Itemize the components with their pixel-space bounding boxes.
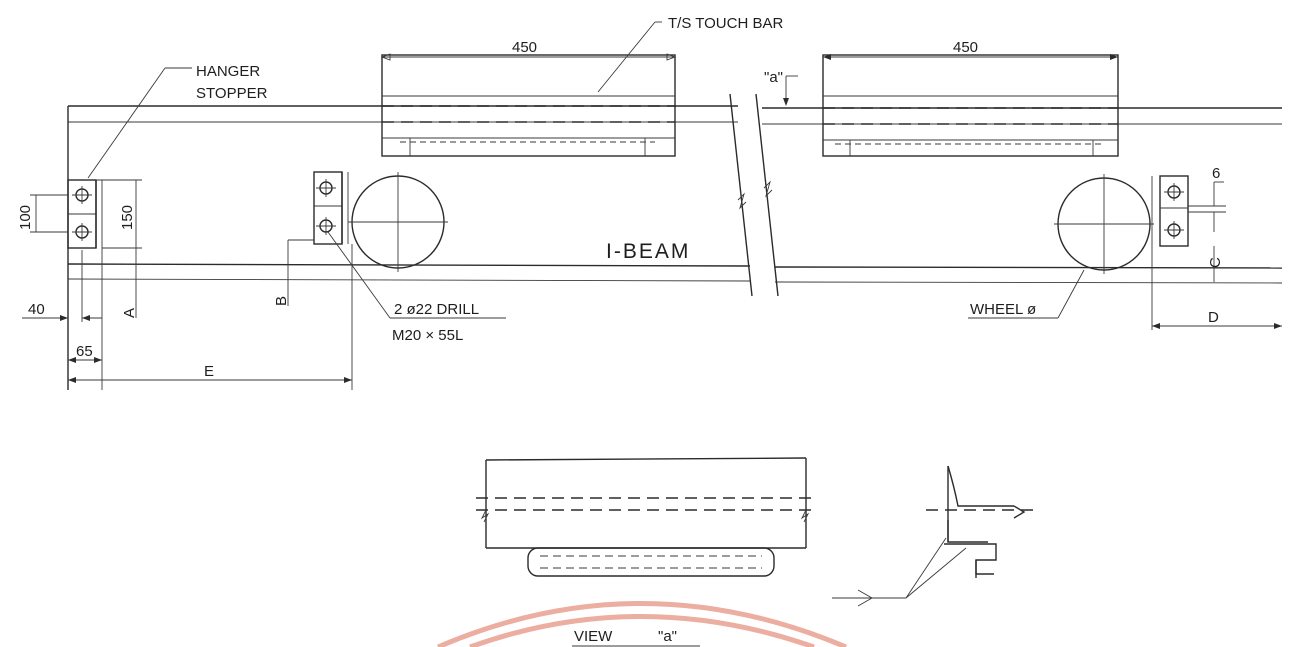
wheel-left bbox=[348, 172, 448, 272]
dim-touch-bar-right bbox=[823, 54, 1118, 60]
dim-6: 6 bbox=[1212, 165, 1220, 182]
dim-d: D bbox=[1208, 309, 1219, 326]
dim-40: 40 bbox=[28, 301, 45, 318]
label-hanger-1: HANGER bbox=[196, 63, 260, 80]
label-hanger-2: STOPPER bbox=[196, 85, 268, 102]
dim-150: 150 bbox=[119, 205, 136, 230]
wheel-right bbox=[1054, 174, 1154, 274]
dim-65: 65 bbox=[76, 343, 93, 360]
touch-bar-left bbox=[381, 54, 676, 157]
hanger-stopper-left bbox=[67, 179, 103, 390]
label-ibeam: I-BEAM bbox=[606, 240, 690, 263]
label-view-mark: "a" bbox=[764, 69, 783, 86]
dim-a: A bbox=[121, 308, 138, 318]
label-touch-bar: T/S TOUCH BAR bbox=[668, 15, 783, 32]
touch-bar-right bbox=[822, 54, 1119, 157]
view-title-word: VIEW bbox=[574, 628, 613, 645]
dim-c: C bbox=[1207, 257, 1224, 268]
view-a-detail bbox=[476, 457, 818, 577]
dim-b: B bbox=[273, 296, 290, 306]
stamp-arc bbox=[437, 601, 847, 647]
bracket-right bbox=[1151, 175, 1189, 330]
break-lines bbox=[729, 93, 779, 297]
view-title-mark: "a" bbox=[658, 628, 677, 645]
label-drill-2: M20 × 55L bbox=[392, 327, 463, 344]
bracket-left bbox=[313, 171, 349, 245]
dim-e: E bbox=[204, 363, 214, 380]
dim-100: 100 bbox=[17, 205, 34, 230]
label-drill-1: 2 ø22 DRILL bbox=[394, 301, 479, 318]
dim-450-left: 450 bbox=[512, 39, 537, 56]
dim-450-right: 450 bbox=[953, 39, 978, 56]
label-wheel: WHEEL ø bbox=[970, 301, 1036, 318]
section-detail bbox=[832, 465, 1040, 607]
